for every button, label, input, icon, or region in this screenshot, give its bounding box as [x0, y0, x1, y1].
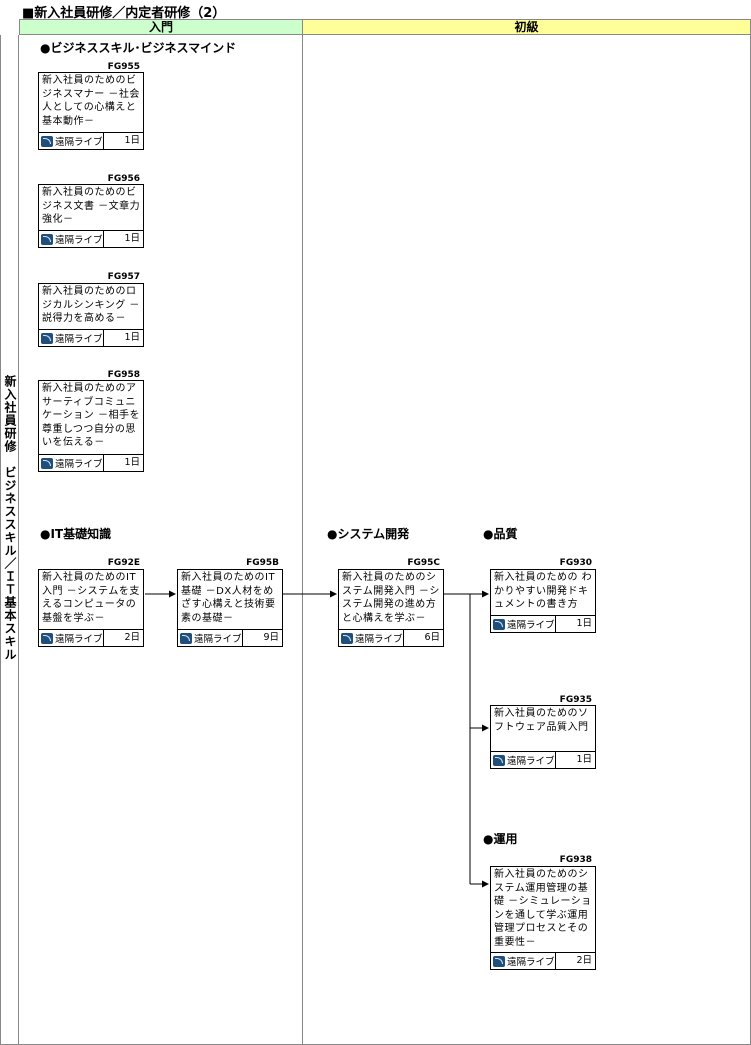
course-code: FG95C — [407, 558, 440, 568]
course-title: 新入社員のためのソフトウェア品質入門 — [494, 708, 589, 733]
course-box-fg95b[interactable]: 新入社員のためのIT基礎 －DX人材をめざす心構えと技術要素の基礎－ 遠隔ライブ… — [177, 569, 283, 647]
course-code: FG930 — [559, 558, 592, 568]
course-days: 9日 — [263, 632, 279, 643]
course-days: 2日 — [124, 632, 140, 643]
course-title: 新入社員のためのビジネスマナー －社会人としての心構えと基本動作－ — [42, 75, 140, 127]
course-title: 新入社員のためのIT基礎 －DX人材をめざす心構えと技術要素の基礎－ — [181, 572, 276, 624]
course-box-fg935[interactable]: 新入社員のためのソフトウェア品質入門 遠隔ライブ 1日 — [490, 705, 596, 769]
section-quality: ●品質 — [483, 527, 518, 541]
delivery-label: 遠隔ライブ — [194, 634, 242, 645]
course-title: 新入社員のためのシステム運用管理の基礎 －シミュレーションを通して学ぶ運用管理プ… — [494, 869, 592, 948]
course-box-fg955[interactable]: 新入社員のためのビジネスマナー －社会人としての心構えと基本動作－ 遠隔ライブ 1… — [38, 72, 144, 150]
course-box-fg930[interactable]: 新入社員のための わかりやすい開発ドキュメントの書き方 遠隔ライブ 1日 — [490, 569, 596, 633]
remote-live-icon — [41, 332, 53, 344]
course-box-fg958[interactable]: 新入社員のためのアサーティブコミュニケーション －相手を尊重しつつ自分の思いを伝… — [38, 380, 144, 472]
delivery-label: 遠隔ライブ — [507, 756, 555, 767]
course-box-fg956[interactable]: 新入社員のためのビジネス文書 －文章力強化－ 遠隔ライブ 1日 — [38, 184, 144, 248]
column-header-shokyu: 初級 — [302, 19, 751, 35]
remote-live-icon — [41, 457, 53, 469]
course-days: 6日 — [424, 632, 440, 643]
course-box-fg95c[interactable]: 新入社員のためのシステム開発入門 －システム開発の進め方と心構えを学ぶ－ 遠隔ラ… — [338, 569, 444, 647]
page-title: ■新入社員研修／内定者研修（2） — [22, 6, 226, 21]
row-label-text: 新入社員研修 ビジネススキル／ＩＴ基本スキル — [3, 375, 17, 661]
delivery-label: 遠隔ライブ — [507, 620, 555, 631]
section-system: ●システム開発 — [327, 527, 410, 541]
course-title: 新入社員のためのIT入門 －システムを支えるコンピュータの基盤を学ぶ－ — [42, 572, 140, 624]
delivery-label: 遠隔ライブ — [55, 137, 103, 148]
course-box-fg92e[interactable]: 新入社員のためのIT入門 －システムを支えるコンピュータの基盤を学ぶ－ 遠隔ライ… — [38, 569, 144, 647]
remote-live-icon — [41, 233, 53, 245]
section-it: ●IT基礎知識 — [40, 527, 112, 541]
course-code: FG92E — [107, 558, 140, 568]
course-code: FG95B — [246, 558, 279, 568]
course-code: FG958 — [107, 370, 140, 380]
course-code: FG957 — [107, 272, 140, 282]
section-operation: ●運用 — [483, 832, 518, 846]
delivery-label: 遠隔ライブ — [355, 634, 403, 645]
course-days: 1日 — [124, 233, 140, 244]
course-code: FG935 — [559, 695, 592, 705]
course-box-fg957[interactable]: 新入社員のためのロジカルシンキング －説得力を高める－ 遠隔ライブ 1日 — [38, 283, 144, 347]
delivery-label: 遠隔ライブ — [55, 235, 103, 246]
course-days: 1日 — [124, 332, 140, 343]
course-title: 新入社員のための わかりやすい開発ドキュメントの書き方 — [494, 572, 593, 610]
course-title: 新入社員のためのロジカルシンキング －説得力を高める－ — [42, 286, 140, 324]
column-header-nyumon: 入門 — [19, 19, 303, 35]
remote-live-icon — [180, 632, 192, 644]
course-days: 1日 — [124, 135, 140, 146]
course-days: 1日 — [576, 618, 592, 629]
course-days: 1日 — [576, 754, 592, 765]
course-title: 新入社員のためのアサーティブコミュニケーション －相手を尊重しつつ自分の思いを伝… — [42, 383, 140, 448]
course-code: FG938 — [559, 855, 592, 865]
course-code: FG955 — [107, 62, 140, 72]
remote-live-icon — [493, 754, 505, 766]
delivery-label: 遠隔ライブ — [55, 459, 103, 470]
remote-live-icon — [41, 135, 53, 147]
remote-live-icon — [41, 632, 53, 644]
course-box-fg938[interactable]: 新入社員のためのシステム運用管理の基礎 －シミュレーションを通して学ぶ運用管理プ… — [490, 866, 596, 970]
course-days: 1日 — [124, 457, 140, 468]
delivery-label: 遠隔ライブ — [55, 334, 103, 345]
delivery-label: 遠隔ライブ — [55, 634, 103, 645]
course-days: 2日 — [576, 955, 592, 966]
course-title: 新入社員のためのシステム開発入門 －システム開発の進め方と心構えを学ぶ－ — [342, 572, 440, 624]
remote-live-icon — [493, 955, 505, 967]
remote-live-icon — [493, 618, 505, 630]
remote-live-icon — [341, 632, 353, 644]
delivery-label: 遠隔ライブ — [507, 957, 555, 968]
course-code: FG956 — [107, 174, 140, 184]
section-business: ●ビジネススキル･ビジネスマインド — [40, 41, 237, 55]
course-title: 新入社員のためのビジネス文書 －文章力強化－ — [42, 187, 141, 225]
